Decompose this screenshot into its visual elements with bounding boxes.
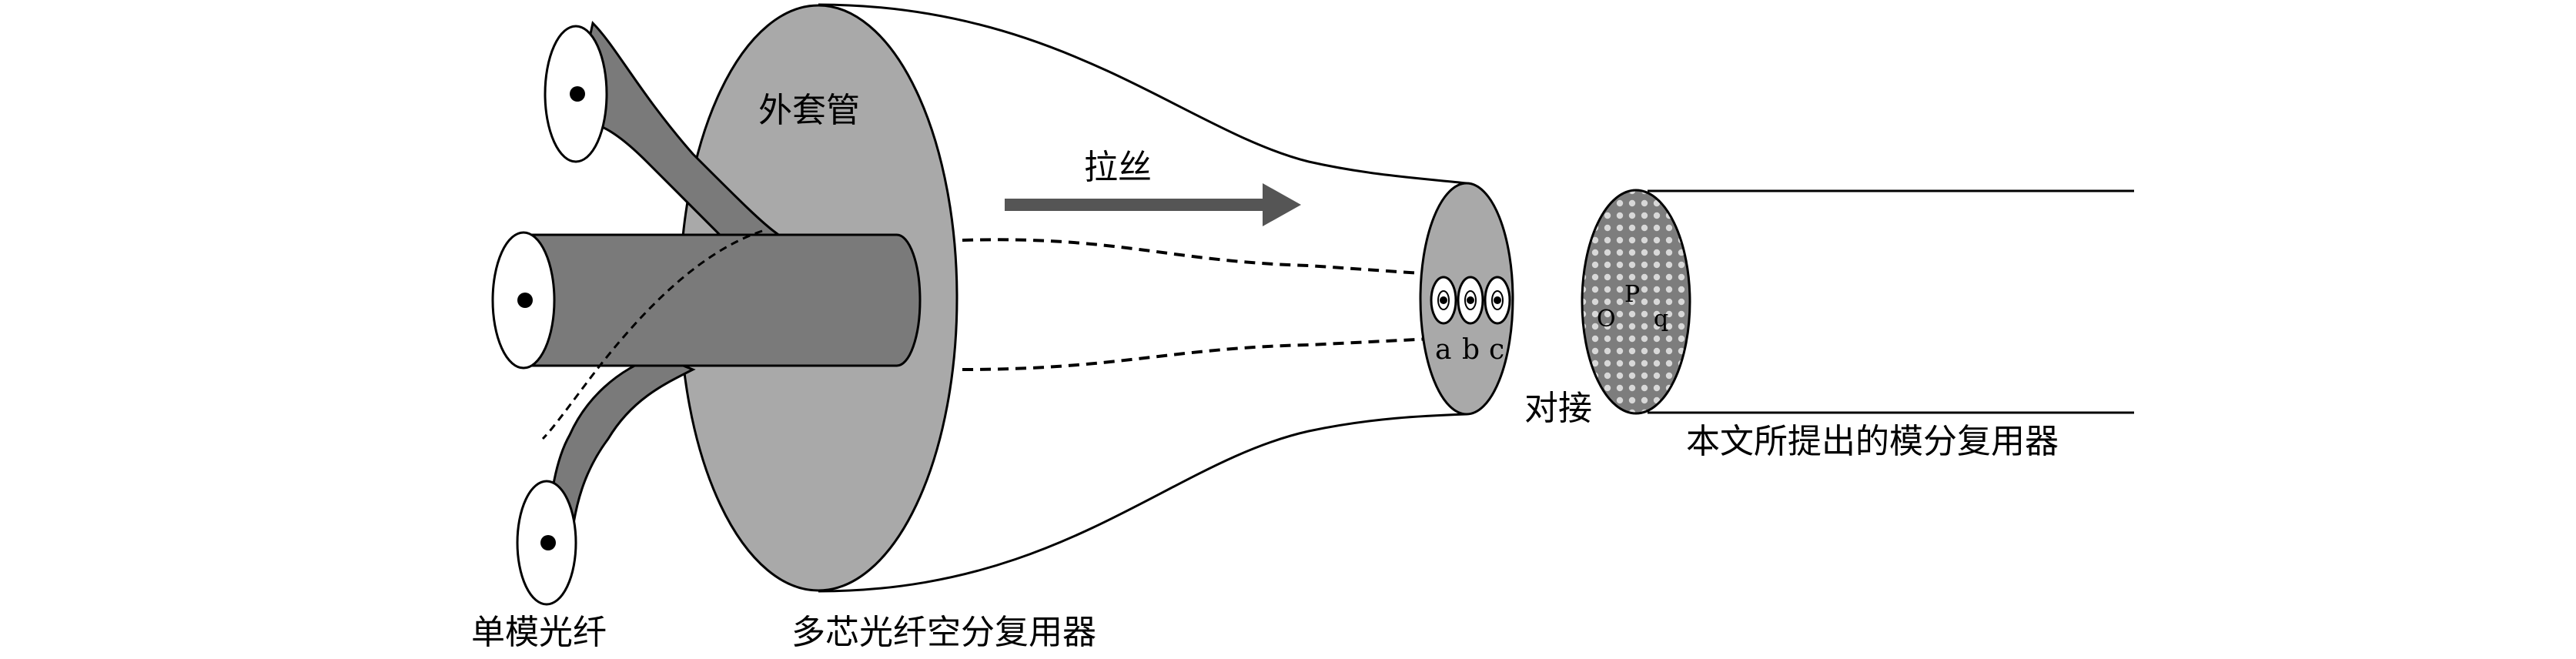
fiber-crossing-guide — [541, 229, 763, 440]
label-outer-tube: 外套管 — [758, 91, 860, 130]
multicore-end-face: a b c — [1419, 182, 1514, 416]
holey-fiber-face — [1581, 189, 1691, 415]
taper-bottom-line — [818, 413, 1467, 593]
fiber-middle-core — [517, 293, 533, 308]
label-proposed-mdm: 本文所提出的模分复用器 — [1686, 422, 2059, 461]
label-splice: 对接 — [1524, 389, 1592, 428]
holey-label-q: q — [1654, 306, 1668, 333]
label-multicore-sdm: 多芯光纤空分复用器 — [791, 613, 1096, 652]
drawing-arrow — [1005, 183, 1301, 226]
core-path-upper — [962, 238, 1433, 276]
single-mode-fibers — [491, 20, 922, 606]
holey-label-p: P — [1624, 281, 1640, 308]
taper-outline — [818, 3, 1467, 593]
holey-label-o: O — [1597, 306, 1616, 333]
core-path-lower — [962, 337, 1433, 371]
core-paths — [962, 238, 1433, 371]
fiber-middle-body — [516, 233, 922, 367]
core-a — [1430, 276, 1457, 325]
drawing-arrow-head — [1263, 183, 1301, 226]
label-drawing: 拉丝 — [1084, 148, 1152, 187]
label-single-mode-fiber: 单模光纤 — [471, 613, 607, 652]
core-label-c: c — [1489, 334, 1504, 366]
core-label-b: b — [1462, 334, 1480, 366]
core-label-a: a — [1435, 334, 1451, 366]
taper-top-line — [818, 3, 1467, 185]
fiber-top-core — [570, 86, 585, 102]
drawing-arrow-shaft — [1005, 199, 1266, 211]
core-b — [1457, 276, 1484, 325]
proposed-mdm: P O q — [1581, 189, 2134, 415]
fiber-bottom-core — [540, 535, 556, 550]
core-c — [1484, 276, 1511, 325]
